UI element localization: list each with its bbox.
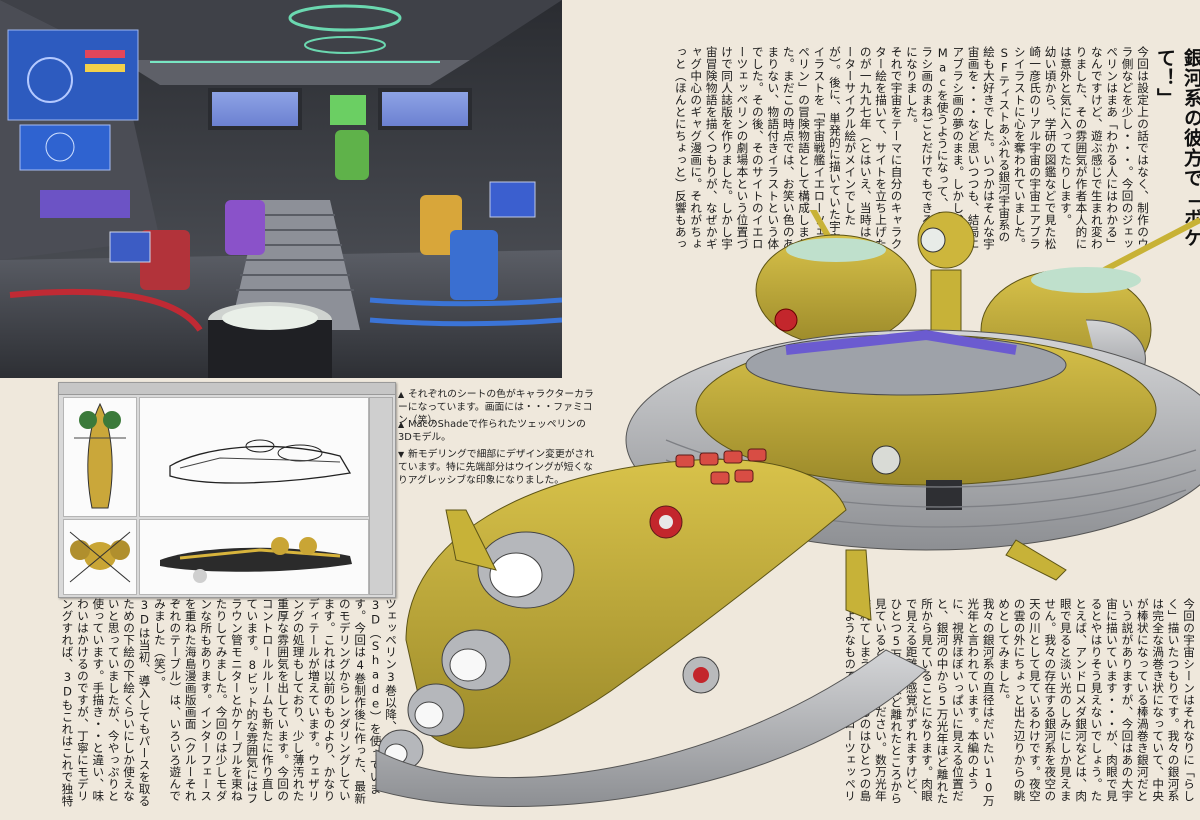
top-view-pane — [63, 397, 137, 517]
intro-paragraph: 今回は設定上の話ではなく、制作のウラ側などを少し・・・。今回のジェッペリンはまあ… — [672, 46, 1150, 250]
modeling-paragraph: ツェッペリン3巻以降、メカ描写に3D（Shade）を使っています。今回は4巻制作… — [58, 598, 398, 807]
bridge-render-image — [0, 0, 562, 378]
caption-new-modeling: ▼新モデリングで細部にデザイン変更がされています。特に先端部分はウイングが短くな… — [398, 448, 598, 487]
article-heading: 銀河系の彼方で「ボケて！」 — [1154, 48, 1200, 248]
caption-text: 新モデリングで細部にデザイン変更がされています。特に先端部分はウイングが短くなり… — [398, 449, 595, 486]
front-view-pane — [63, 519, 137, 595]
caption-text: それぞれのシートの色がキャラクターカラーになっています。画面には・・・ファミコン… — [398, 389, 594, 426]
side-render-pane — [139, 519, 369, 595]
caption-marker: ▲ — [398, 390, 405, 399]
shade-modeling-screenshot — [58, 382, 396, 598]
caption-text: MacのShadeで作られたツェッペリンの3Dモデル。 — [398, 419, 586, 443]
caption-marker: ▲ — [398, 420, 405, 429]
app-toolbar — [59, 383, 395, 395]
caption-seat-colors: ▲それぞれのシートの色がキャラクターカラーになっています。画面には・・・ファミコ… — [398, 388, 598, 427]
perspective-wireframe-pane — [139, 397, 369, 517]
caption-shade-model: ▲MacのShadeで作られたツェッペリンの3Dモデル。 — [398, 418, 598, 444]
tool-palette — [369, 397, 393, 595]
caption-marker: ▼ — [398, 450, 405, 459]
spaceship-render-image — [366, 178, 1200, 816]
space-scene-paragraph: 今回の宇宙シーンはそれなりに「らしく」描いたつもりです。我々の銀河系は完全な渦巻… — [846, 598, 1196, 807]
